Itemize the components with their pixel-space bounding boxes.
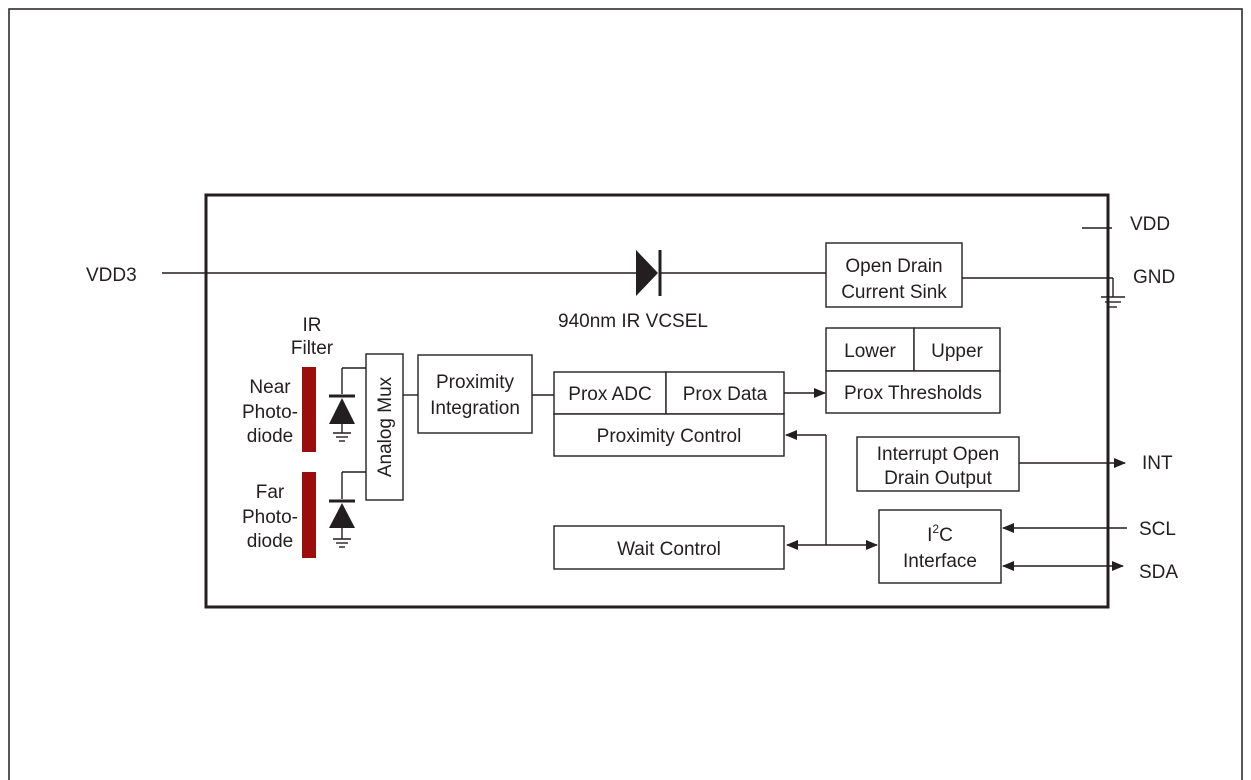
- prox-data-label: Prox Data: [683, 384, 768, 405]
- far-ir-filter: [302, 472, 316, 558]
- prox-thresholds-label: Prox Thresholds: [844, 383, 982, 404]
- interrupt-output-block: [856, 436, 1020, 492]
- scl-pin-label: SCL: [1139, 519, 1176, 540]
- open-drain-line2: Current Sink: [841, 282, 947, 303]
- near-label-line1: Near: [249, 377, 291, 398]
- vdd-pin-label: VDD: [1130, 214, 1170, 235]
- proximity-integration-block: [417, 354, 533, 434]
- upper-label: Upper: [931, 341, 983, 362]
- prox-integration-line2: Integration: [430, 398, 520, 419]
- chip-outline: [204, 193, 1110, 609]
- wait-control-block: [553, 525, 785, 570]
- i2c-superscript: 2: [932, 522, 939, 536]
- ground-icon: [1101, 296, 1125, 308]
- near-label-line3: diode: [247, 426, 294, 447]
- open-drain-line1: Open Drain: [845, 256, 942, 277]
- lower-threshold-block: [825, 327, 915, 372]
- prox-integration-line1: Proximity: [436, 372, 515, 393]
- proximity-control-label: Proximity Control: [597, 426, 742, 447]
- near-photodiode-icon: [329, 367, 366, 442]
- gnd-pin-label: GND: [1133, 267, 1175, 288]
- page-border: [8, 8, 1243, 780]
- ir-filter-label-line1: IR: [303, 315, 322, 336]
- i2c-prefix: I: [927, 525, 932, 546]
- near-ir-filter: [302, 367, 316, 452]
- open-drain-current-sink-block: [825, 242, 963, 308]
- prox-adc-block: [553, 371, 667, 415]
- far-label-line2: Photo-: [242, 507, 298, 528]
- far-photodiode-icon: [329, 471, 366, 548]
- sda-pin-label: SDA: [1139, 562, 1178, 583]
- far-label-line3: diode: [247, 531, 294, 552]
- interrupt-line1: Interrupt Open: [877, 444, 1000, 465]
- i2c-label-line1: I2C: [927, 522, 953, 546]
- prox-adc-label: Prox ADC: [568, 384, 651, 405]
- int-pin-label: INT: [1142, 453, 1173, 474]
- i2c-suffix: C: [939, 525, 953, 546]
- i2c-label-line2: Interface: [903, 551, 977, 572]
- prox-thresholds-block: [825, 370, 1001, 414]
- far-label-line1: Far: [256, 482, 285, 503]
- i2c-interface-block: [878, 509, 1002, 584]
- analog-mux-block: [365, 353, 404, 501]
- upper-threshold-block: [913, 327, 1001, 372]
- vcsel-label: 940nm IR VCSEL: [558, 311, 708, 332]
- lower-label: Lower: [844, 341, 896, 362]
- vcsel-diode-icon: [636, 250, 662, 296]
- wait-control-label: Wait Control: [617, 539, 721, 560]
- vdd3-pin-label: VDD3: [86, 265, 137, 286]
- analog-mux-label: Analog Mux: [375, 376, 396, 477]
- near-label-line2: Photo-: [242, 402, 298, 423]
- proximity-control-block: [553, 413, 785, 457]
- interrupt-line2: Drain Output: [884, 468, 992, 489]
- ir-filter-label-line2: Filter: [291, 338, 334, 359]
